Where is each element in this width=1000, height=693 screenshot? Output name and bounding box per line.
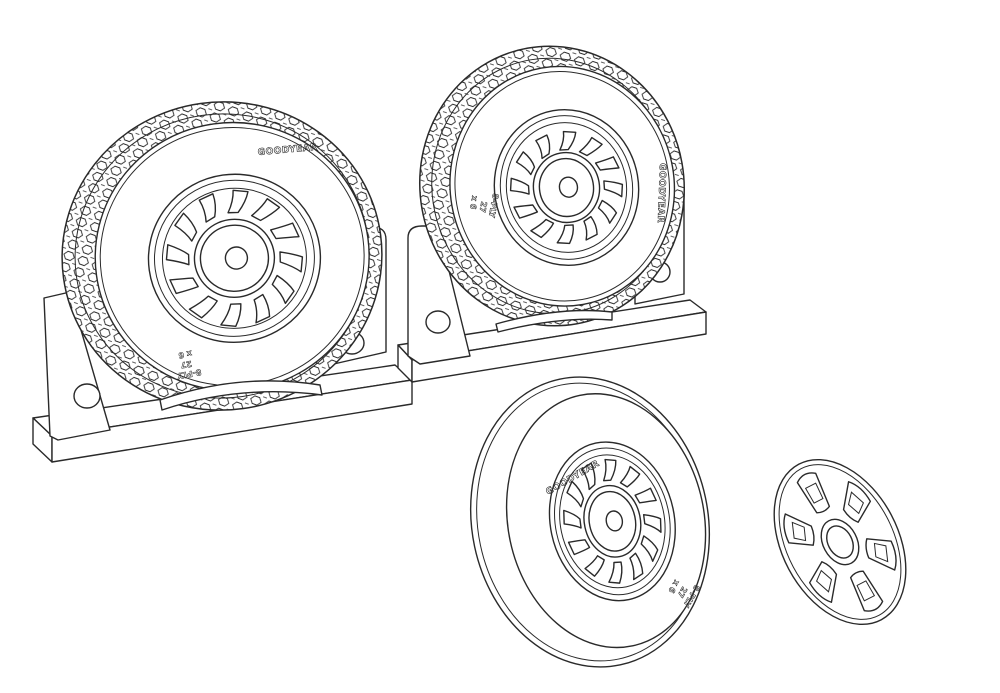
hub-cover-slot-inner xyxy=(815,569,833,593)
middle-stand-front-hole xyxy=(425,310,451,334)
svg-text:27: 27 xyxy=(180,359,193,370)
smooth-loose-wheel xyxy=(469,376,711,668)
smooth-wheel-spokes xyxy=(563,458,662,584)
spoke-slot xyxy=(169,277,199,295)
hub-cover-slot-inner xyxy=(804,482,824,504)
spoke-slot xyxy=(640,535,659,562)
left-wheel-axle-hole xyxy=(224,246,249,270)
spoke-slot xyxy=(634,487,657,504)
spoke-slot xyxy=(271,274,295,305)
left-mounted-wheel xyxy=(61,101,383,411)
spoke-slot xyxy=(581,462,596,491)
spoke-slot xyxy=(603,180,624,198)
spoke-slot xyxy=(578,136,603,157)
spoke-slot xyxy=(250,198,281,222)
spoke-slot xyxy=(535,134,551,160)
spoke-slot xyxy=(198,193,217,223)
spoke-slot xyxy=(227,189,249,214)
spoke-slot xyxy=(188,295,218,319)
hub-cover-slot xyxy=(865,538,897,571)
spoke-slot xyxy=(513,204,539,219)
spoke-slot xyxy=(629,552,644,581)
hub-cover-slots xyxy=(783,472,897,612)
left-stand-front-hole xyxy=(73,383,101,409)
middle-wheel-brand-text: GOODYEAR xyxy=(655,163,667,223)
middle-wheel-axle-hole xyxy=(558,176,579,198)
middle-stand-cradle xyxy=(495,309,613,333)
hub-cover-slot xyxy=(842,481,872,523)
smooth-wheel-axle-hole xyxy=(605,510,624,532)
middle-wheel-spokes xyxy=(509,130,624,245)
left-wheel-spokes xyxy=(165,189,304,327)
svg-text:x 6: x 6 xyxy=(177,349,192,360)
spoke-slot xyxy=(515,151,536,176)
hub-cover-slot xyxy=(808,561,838,603)
hub-cover-slot-inner xyxy=(791,521,807,542)
middle-stand-base-front xyxy=(411,311,707,383)
left-stand-cradle xyxy=(159,380,323,411)
spoke-slot xyxy=(608,561,623,584)
spoke-slot xyxy=(567,539,591,556)
spoke-slot xyxy=(597,199,618,224)
left-stand-base-front xyxy=(51,379,413,463)
hub-cover-slot-inner xyxy=(873,542,889,563)
svg-text:27: 27 xyxy=(478,201,489,214)
spoke-slot xyxy=(279,251,304,273)
spoke-slot xyxy=(642,513,662,533)
spoke-slot xyxy=(603,458,617,482)
spoke-slot xyxy=(566,480,585,508)
spoke-slot xyxy=(530,218,555,239)
hub-cover-slot-inner xyxy=(847,491,865,515)
spoke-slot xyxy=(559,130,577,151)
middle-mounted-wheel xyxy=(419,45,685,327)
separate-hub-cover xyxy=(773,458,907,626)
spoke-slot xyxy=(269,222,300,240)
spoke-slot xyxy=(174,212,198,242)
spoke-slot xyxy=(556,224,575,245)
spoke-slot xyxy=(220,303,242,327)
spoke-slot xyxy=(165,244,190,266)
spoke-slot xyxy=(594,156,620,171)
middle-stand-front-bracket xyxy=(407,225,471,365)
spoke-slot xyxy=(583,215,598,241)
hub-cover-slot xyxy=(796,472,831,514)
hub-cover-slot xyxy=(849,570,884,612)
spoke-slot xyxy=(509,177,530,195)
svg-text:x 6: x 6 xyxy=(468,195,479,210)
spoke-slot xyxy=(563,509,582,529)
spoke-slot xyxy=(253,293,271,324)
hub-cover-slot xyxy=(783,513,815,546)
spoke-slot xyxy=(584,555,605,577)
spoke-slot xyxy=(619,465,641,488)
hub-cover-slot-inner xyxy=(856,580,876,602)
